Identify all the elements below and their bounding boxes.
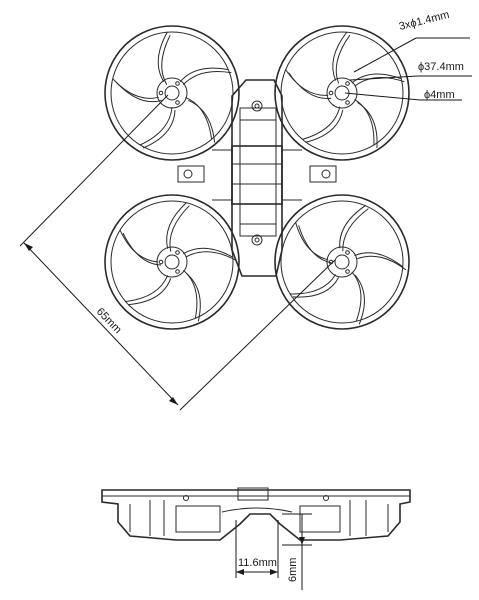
mount-hole — [175, 250, 180, 255]
guard-spoke-edge — [182, 70, 232, 86]
guard-spoke — [157, 31, 168, 82]
prop-guards — [104, 25, 410, 330]
guard-spoke — [354, 252, 404, 268]
mount-hole — [345, 250, 350, 255]
mount-hole — [345, 269, 350, 274]
prop-guard — [104, 25, 240, 161]
mount-hole — [175, 100, 180, 105]
guard-spoke-edge — [186, 251, 237, 261]
shaft-hole — [164, 85, 180, 101]
guard-ring-outer — [274, 25, 410, 161]
guard-ring-inner — [110, 31, 234, 155]
guard-spoke — [295, 222, 329, 261]
guard-spoke-edge — [288, 72, 332, 99]
guard-spoke-edge — [142, 109, 176, 149]
top-view: 3xϕ1.4mm ϕ37.4mm ϕ4mm 65mm — [19, 9, 472, 411]
guard-spoke — [125, 275, 169, 303]
guard-diameter-label: ϕ37.4mm — [418, 61, 464, 73]
guard-spoke-edge — [122, 232, 162, 266]
guard-spoke-edge — [188, 99, 216, 143]
shaft-hole — [164, 254, 180, 270]
guard-ring-inner — [280, 31, 404, 155]
guard-spoke — [332, 31, 348, 81]
motor-hub — [156, 77, 188, 109]
guard-spoke-edge — [185, 272, 201, 322]
guard-spoke — [185, 96, 213, 140]
motor-hub — [326, 246, 358, 278]
prop-guard — [104, 194, 240, 330]
guard-spoke — [351, 271, 362, 322]
guard-spoke — [166, 202, 187, 249]
height-dimension — [282, 513, 312, 590]
mount-holes-label: 3xϕ1.4mm — [398, 9, 451, 33]
shaft-hole-label: ϕ4mm — [424, 89, 455, 101]
guard-spoke-edge — [128, 278, 172, 306]
guard-spoke-edge — [357, 255, 407, 271]
guard-spoke — [354, 98, 375, 146]
mount-hole — [345, 81, 350, 86]
guard-spoke-edge — [292, 277, 340, 298]
guard-spoke-edge — [342, 208, 369, 252]
guard-spoke — [182, 269, 198, 319]
mount-hole — [175, 81, 180, 86]
prop-guard — [274, 25, 410, 161]
guard-ring-outer — [104, 25, 240, 161]
guard-ring-outer — [104, 194, 240, 330]
width-label: 11.6mm — [238, 557, 277, 569]
guard-spoke — [112, 78, 159, 99]
guard-spoke-edge — [354, 274, 365, 325]
guard-spoke-edge — [335, 34, 351, 84]
mount-hole — [158, 90, 164, 96]
guard-spoke-edge — [354, 77, 405, 87]
mount-hole — [175, 269, 180, 274]
guard-spoke — [183, 247, 234, 258]
prop-guard — [274, 194, 410, 330]
mount-hole — [345, 100, 350, 105]
diagonal-dimension — [19, 94, 336, 411]
motor-hub — [156, 246, 188, 278]
shaft-hole — [334, 254, 350, 270]
guard-spoke-edge — [305, 109, 344, 143]
side-view: 11.6mm 6mm — [101, 487, 411, 590]
guard-spoke — [302, 106, 341, 140]
guard-spoke — [339, 205, 366, 249]
guard-spoke-edge — [298, 225, 332, 264]
height-label: 6mm — [287, 558, 299, 582]
guard-ring-outer — [274, 194, 410, 330]
guard-spoke — [285, 69, 329, 96]
mount-hole — [158, 259, 164, 265]
guard-spoke — [179, 67, 229, 83]
guard-spoke — [139, 106, 173, 146]
guard-spoke — [289, 274, 337, 295]
mount-hole — [328, 90, 334, 96]
guard-ring-inner — [280, 200, 404, 324]
guard-spoke — [119, 229, 159, 263]
width-dimension — [235, 520, 279, 578]
hole-callout-leaders — [344, 37, 472, 101]
guard-spoke-edge — [161, 34, 171, 85]
guard-ring-inner — [110, 200, 234, 324]
guard-spoke-edge — [357, 101, 378, 149]
guard-spoke-edge — [169, 205, 190, 252]
guard-spoke-edge — [115, 81, 162, 103]
motor-hub — [326, 77, 358, 109]
